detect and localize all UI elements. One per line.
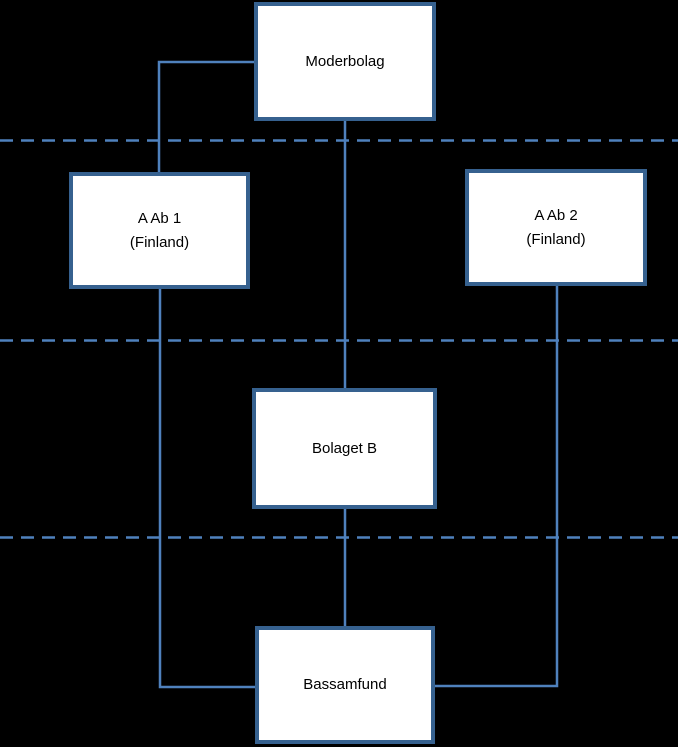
- node-moderbolag-label: Moderbolag: [305, 52, 385, 70]
- node-a-ab-1-label: A Ab 1 (Finland): [129, 209, 190, 251]
- edge-a-ab-1-to-bassamfund: [158, 289, 255, 689]
- node-bassamfund-label: Bassamfund: [303, 676, 387, 693]
- node-bolaget-b: Bolaget B: [252, 388, 437, 509]
- node-a-ab-2: A Ab 2 (Finland): [465, 169, 647, 286]
- node-bassamfund: Bassamfund: [255, 626, 435, 744]
- node-a-ab-2-label: A Ab 2 (Finland): [526, 206, 586, 248]
- node-bolaget-b-label: Bolaget B: [311, 439, 378, 457]
- edge-moderbolag-to-a-ab-1: [157, 60, 254, 172]
- node-a-ab-1: A Ab 1 (Finland): [69, 172, 250, 289]
- edge-a-ab-2-to-bassamfund: [435, 286, 559, 688]
- node-moderbolag: Moderbolag: [254, 2, 436, 121]
